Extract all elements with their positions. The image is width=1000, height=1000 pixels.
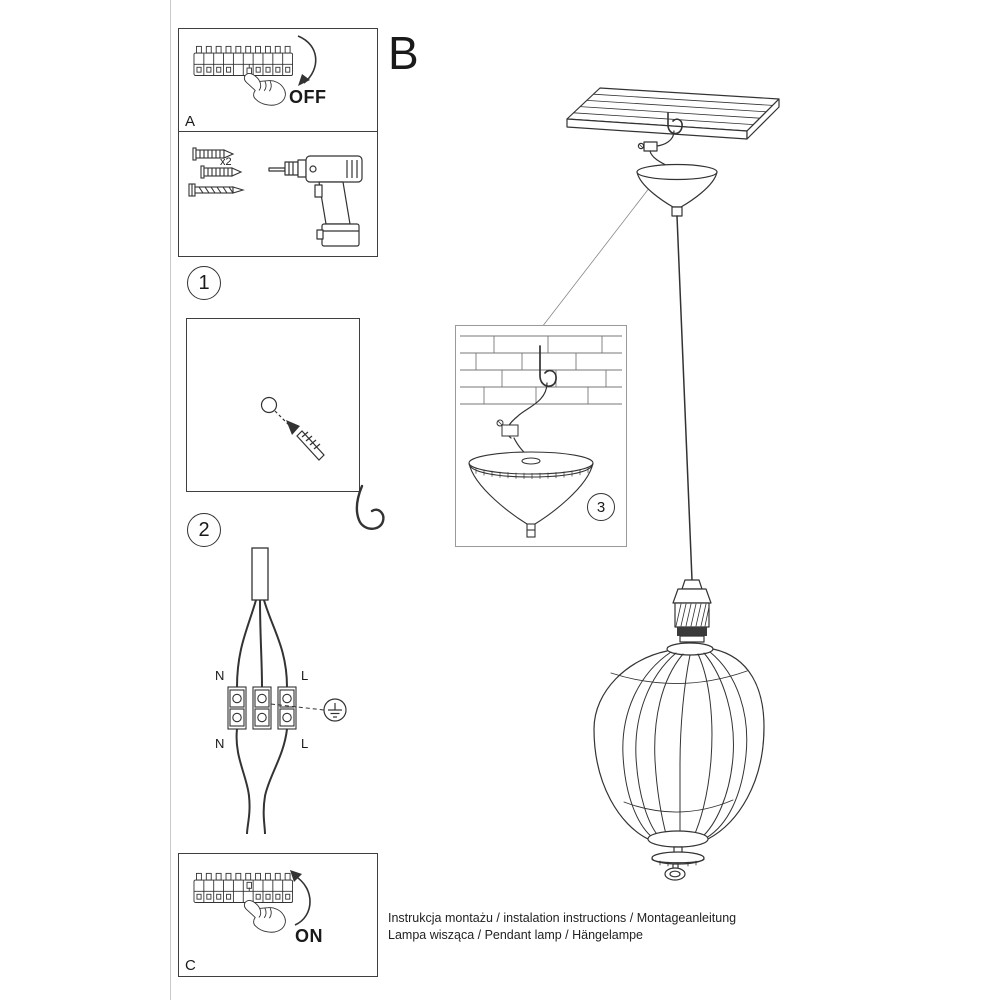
step-c-panel: ON C [178,853,378,977]
step-2-number-text: 2 [198,518,210,541]
power-on-label: ON [295,926,323,946]
step-3-number-text: 3 [596,498,606,516]
wall-anchors-and-screw-illustration [188,147,245,197]
pendant-lamp-assembly-illustration [541,87,780,881]
flip-up-arrow-icon [290,870,311,926]
wire-neutral-out-label: N [215,736,225,751]
step-1-number-text: 1 [198,271,210,294]
page-margin-rule [170,0,171,1000]
step-2-number: 2 [187,513,221,547]
step-a-panel: OFF A [178,28,378,133]
drill-illustration [268,155,363,247]
hook-install-panel [186,318,385,530]
power-off-label: OFF [289,87,327,107]
wire-neutral-in-label: N [215,668,225,683]
footer-line-instructions: Instrukcja montażu / instalation instruc… [388,911,737,925]
hook-and-canopy-detail-illustration [460,335,622,538]
footer-text: Instrukcja montażu / instalation instruc… [388,910,736,944]
step-c-label: C [185,957,196,974]
section-b-heading: B [388,27,419,79]
wire-live-in-label: L [301,668,309,683]
step-1-number: 1 [187,266,221,300]
breaker-panel-on-illustration [193,872,293,933]
wire-live-out-label: L [301,736,309,751]
footer-line-product: Lampa wisząca / Pendant lamp / Hängelamp… [388,928,644,942]
step-3-number: 3 [587,493,615,521]
flip-down-arrow-icon [297,35,317,86]
tools-panel [178,131,378,257]
breaker-panel-off-illustration [193,45,293,106]
anchor-quantity-label: x2 [220,156,232,168]
hook-detail-inset [455,325,627,547]
step-a-label: A [185,113,196,130]
ceiling-hook-install-illustration [260,396,385,530]
wiring-diagram-illustration [227,547,347,835]
